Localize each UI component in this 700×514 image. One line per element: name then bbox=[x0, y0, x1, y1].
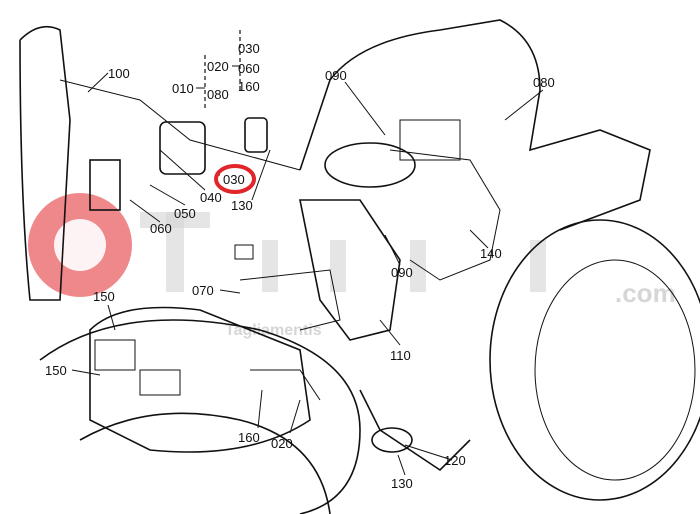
part-label[interactable]: 130 bbox=[231, 198, 253, 213]
part-label[interactable]: 130 bbox=[391, 476, 413, 491]
exhaust-pipe bbox=[371, 427, 413, 453]
watermark-subtext: Tagliamentis bbox=[225, 322, 322, 339]
part-label[interactable]: 030 bbox=[238, 41, 260, 56]
watermark-logo: Tagliamentis .com bbox=[28, 193, 676, 339]
part-label[interactable]: 150 bbox=[45, 363, 67, 378]
part-label[interactable]: 110 bbox=[390, 348, 411, 363]
part-label[interactable]: 100 bbox=[108, 66, 130, 81]
part-label[interactable]: 090 bbox=[391, 265, 413, 280]
part-label[interactable]: 020 bbox=[207, 59, 229, 74]
part-label[interactable]: 080 bbox=[207, 87, 229, 102]
relay-box bbox=[159, 121, 206, 175]
hood-front bbox=[89, 306, 311, 453]
part-label[interactable]: 020 bbox=[271, 436, 293, 451]
part-label[interactable]: 160 bbox=[238, 79, 260, 94]
rear-tire-right bbox=[489, 219, 700, 501]
part-label[interactable]: 070 bbox=[192, 283, 214, 298]
part-label[interactable]: 140 bbox=[480, 246, 502, 261]
steering-wheel bbox=[324, 142, 416, 188]
part-label[interactable]: 060 bbox=[150, 221, 172, 236]
part-label[interactable]: 160 bbox=[238, 430, 260, 445]
part-label-highlighted[interactable]: 030 bbox=[223, 172, 245, 187]
part-label[interactable]: 090 bbox=[325, 68, 347, 83]
part-label[interactable]: 050 bbox=[174, 206, 196, 221]
part-label[interactable]: 010 bbox=[172, 81, 194, 96]
part-label[interactable]: 120 bbox=[444, 453, 466, 468]
highlight-circle bbox=[214, 164, 256, 194]
part-label[interactable]: 060 bbox=[238, 61, 260, 76]
part-label[interactable]: 150 bbox=[93, 289, 115, 304]
watermark-suffix: .com bbox=[615, 278, 676, 308]
headlight bbox=[94, 339, 136, 371]
part-label[interactable]: 080 bbox=[533, 75, 555, 90]
part-label[interactable]: 040 bbox=[200, 190, 222, 205]
